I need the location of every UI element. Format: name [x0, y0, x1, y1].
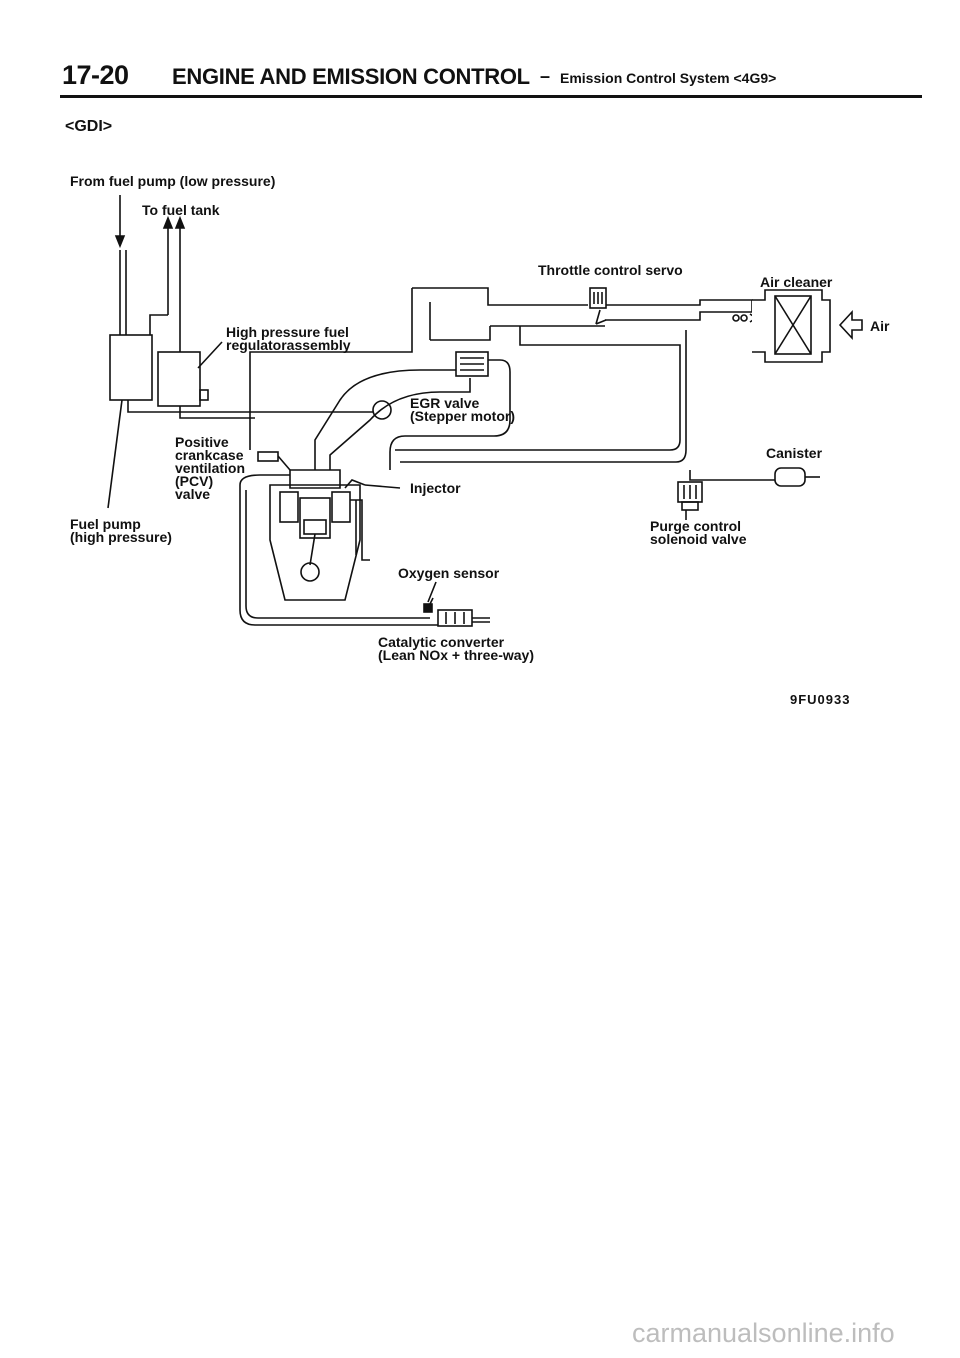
pcv-valve [257, 451, 279, 462]
label-from-fuel-pump: From fuel pump (low pressure) [70, 173, 276, 189]
fuel-rail-line [127, 400, 380, 413]
injector-leader [364, 484, 401, 489]
connecting-rod [309, 533, 316, 566]
label-pcv-valve: Positive crankcase ventilation (PCV) val… [175, 434, 246, 502]
intake-duct-left [249, 288, 413, 450]
label-oxygen-sensor: Oxygen sensor [398, 565, 500, 581]
label-egr-valve: EGR valve (Stepper motor) [410, 395, 515, 424]
label-air: Air [870, 318, 890, 334]
return-line-bend [149, 314, 168, 335]
regulator-assembly-box [157, 351, 201, 407]
air-inlet-arrow-icon [838, 309, 863, 341]
arrow-up-icon [162, 215, 174, 229]
leader-oxygen-sensor [427, 581, 437, 603]
crankshaft [300, 562, 320, 582]
fuel-pump-box [109, 334, 153, 401]
page-number: 17-20 [62, 60, 129, 90]
label-to-fuel-tank: To fuel tank [142, 202, 220, 218]
header-rule [60, 95, 922, 98]
canister-line [689, 470, 775, 481]
air-filter-element [774, 295, 812, 355]
label-purge-control: Purge control solenoid valve [650, 518, 747, 547]
canister [774, 467, 806, 487]
label-throttle-control-servo: Throttle control servo [538, 262, 683, 278]
engine-block [269, 484, 361, 601]
intake-duct-top [412, 287, 588, 306]
purge-line [395, 326, 681, 451]
label-high-pressure-regulator: High pressure fuel regulatorassembly [226, 324, 351, 353]
arrow-up-icon [174, 215, 186, 229]
figure-code: 9FU0933 [790, 692, 851, 707]
engine-variant-label: <GDI> [65, 118, 113, 135]
label-air-cleaner: Air cleaner [760, 274, 833, 290]
label-canister: Canister [766, 445, 823, 461]
label-injector: Injector [410, 480, 461, 496]
label-fuel-pump-high: Fuel pump (high pressure) [70, 516, 172, 545]
cylinder-head [289, 469, 341, 489]
egr-pipe [389, 359, 511, 470]
air-cleaner-housing [752, 289, 831, 363]
watermark: carmanualsonline.info [632, 1318, 895, 1348]
title-separator: – [540, 66, 551, 86]
egr-pipe-2 [314, 369, 456, 470]
exhaust-pipe [239, 485, 455, 626]
section-subtitle: Emission Control System <4G9> [560, 70, 777, 86]
throttle-body-duct [605, 299, 753, 321]
leader-fuel-pump [107, 399, 123, 509]
throttle-valve-icon [595, 309, 607, 325]
injector [344, 479, 366, 489]
arrow-down-icon [114, 235, 126, 249]
leader-regulator [197, 341, 223, 369]
regulator-fitting [199, 389, 209, 401]
label-catalytic-converter: Catalytic converter (Lean NOx + three-wa… [378, 634, 534, 663]
section-title: ENGINE AND EMISSION CONTROL [172, 64, 530, 89]
